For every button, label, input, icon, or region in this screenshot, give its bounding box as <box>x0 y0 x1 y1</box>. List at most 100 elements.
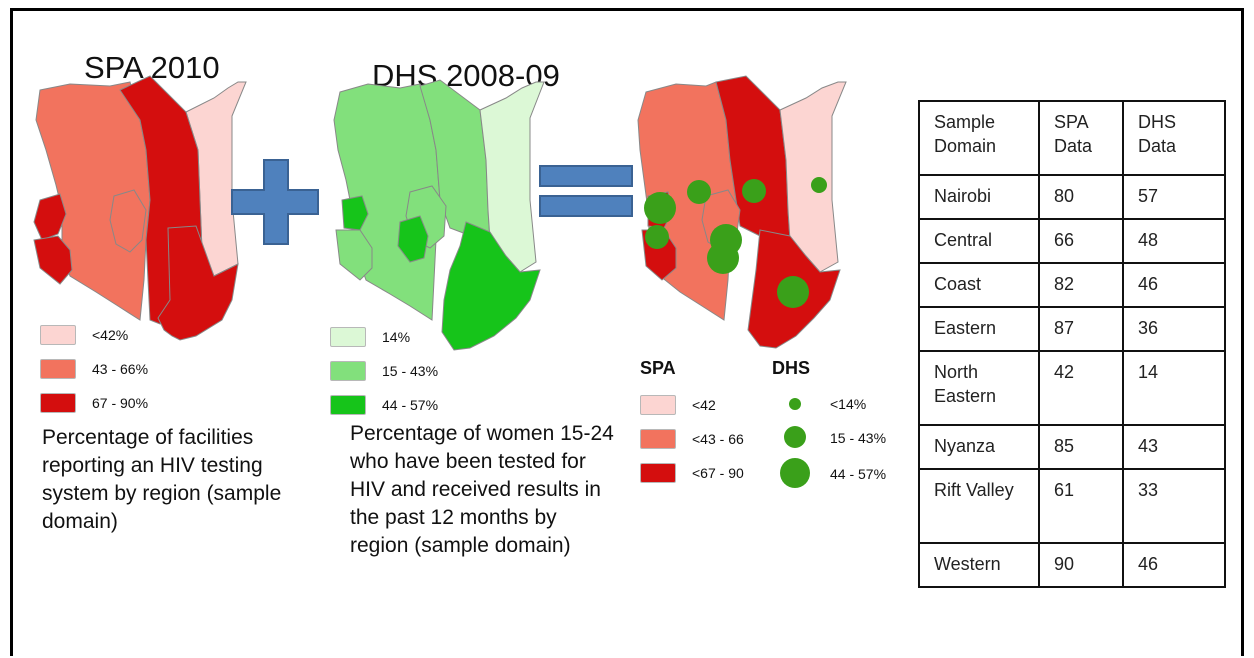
spa-legend-item: 43 - 66% <box>40 358 148 380</box>
bubble-rift-valley <box>687 180 711 204</box>
table-row: Nyanza 85 43 <box>918 424 1226 470</box>
combined-dhs-legend-header: DHS <box>772 358 811 378</box>
bubble-north-eastern <box>811 177 827 193</box>
spa-region-coast <box>157 225 239 341</box>
combined-spa-legend-label: <67 - 90 <box>692 465 744 481</box>
table-cell-dhs: 14 <box>1122 350 1226 426</box>
dhs-legend-label: 15 - 43% <box>382 363 439 379</box>
spa-region-rift-valley <box>35 81 151 321</box>
dhs-legend-dot-medium <box>784 426 806 448</box>
combined-spa-legend-item: <67 - 90 <box>640 462 744 484</box>
table-cell-spa: 61 <box>1038 468 1124 544</box>
table-cell-domain: Coast <box>918 262 1040 308</box>
table-cell-domain: Nyanza <box>918 424 1040 470</box>
combined-spa-legend-item: <43 - 66 <box>640 428 744 450</box>
table-cell-domain: Western <box>918 542 1040 588</box>
table-cell-spa: 90 <box>1038 542 1124 588</box>
combined-spa-legend-header: SPA <box>640 358 676 378</box>
spa-legend-label: 43 - 66% <box>92 361 149 377</box>
combined-spa-legend-label: <43 - 66 <box>692 431 744 447</box>
table-header-cell: SPA Data <box>1038 100 1124 176</box>
spa-region-central <box>109 189 147 253</box>
combined-spa-legend-swatch <box>640 395 676 415</box>
table-cell-spa: 87 <box>1038 306 1124 352</box>
equals-bar-bottom <box>539 195 633 217</box>
table-cell-spa: 42 <box>1038 350 1124 426</box>
bubble-western <box>644 192 676 224</box>
combined-spa-legend-swatch <box>640 463 676 483</box>
dhs-legend-item: 44 - 57% <box>330 394 438 416</box>
bubble-nyanza <box>645 225 669 249</box>
dhs-region-nyanza <box>335 229 373 281</box>
spa-map-description: Percentage of facilities reporting an HI… <box>42 426 282 533</box>
table-cell-domain: Central <box>918 218 1040 264</box>
table-row: Coast 82 46 <box>918 262 1226 308</box>
dhs-legend-dot-large <box>780 458 810 488</box>
spa-region-nyanza <box>33 235 73 285</box>
table-row: North Eastern 42 14 <box>918 350 1226 426</box>
spa-legend-swatch <box>40 325 76 345</box>
table-header-cell: DHS Data <box>1122 100 1226 176</box>
table-cell-domain: Nairobi <box>918 174 1040 220</box>
spa-legend-swatch <box>40 393 76 413</box>
table-cell-dhs: 36 <box>1122 306 1226 352</box>
dhs-legend-swatch <box>330 361 366 381</box>
table-row: Rift Valley 61 33 <box>918 468 1226 544</box>
table-row: Central 66 48 <box>918 218 1226 264</box>
spa-legend-item: 67 - 90% <box>40 392 148 414</box>
table-cell-dhs: 57 <box>1122 174 1226 220</box>
dhs-region-coast <box>441 221 541 351</box>
combined-spa-legend-label: <42 <box>692 397 716 413</box>
dhs-legend-label: 14% <box>382 329 411 345</box>
table-cell-spa: 85 <box>1038 424 1124 470</box>
dhs-region-nairobi <box>397 215 429 263</box>
sample-domain-table: Sample Domain SPA Data DHS Data Nairobi … <box>918 100 1226 588</box>
table-row: Eastern 87 36 <box>918 306 1226 352</box>
table-cell-spa: 66 <box>1038 218 1124 264</box>
spa-legend-label: <42% <box>92 327 129 343</box>
table-row: Western 90 46 <box>918 542 1226 588</box>
table-row: Nairobi 80 57 <box>918 174 1226 220</box>
bubble-eastern <box>742 179 766 203</box>
dhs-legend-item: 15 - 43% <box>330 360 438 382</box>
dhs-region-north-eastern <box>479 81 545 273</box>
dhs-legend-swatch <box>330 395 366 415</box>
table-cell-dhs: 33 <box>1122 468 1226 544</box>
dhs-map-description: Percentage of women 15-24 who have been … <box>350 422 614 557</box>
dhs-region-western <box>341 195 369 231</box>
combined-spa-legend-item: <42 <box>640 394 716 416</box>
dhs-legend-label: 44 - 57% <box>382 397 439 413</box>
table-cell-dhs: 46 <box>1122 542 1226 588</box>
spa-legend-label: 67 - 90% <box>92 395 149 411</box>
table-cell-domain: North Eastern <box>918 350 1040 426</box>
spa-region-western <box>33 193 67 241</box>
table-cell-dhs: 48 <box>1122 218 1226 264</box>
dhs-legend-item: 14% <box>330 326 410 348</box>
table-cell-dhs: 43 <box>1122 424 1226 470</box>
equals-bar-top <box>539 165 633 187</box>
table-cell-spa: 80 <box>1038 174 1124 220</box>
bubble-nairobi <box>707 242 739 274</box>
table-cell-domain: Rift Valley <box>918 468 1040 544</box>
table-header-cell: Sample Domain <box>918 100 1040 176</box>
combined-dhs-legend-label: <14% <box>830 396 867 412</box>
table-cell-spa: 82 <box>1038 262 1124 308</box>
spa-legend-swatch <box>40 359 76 379</box>
figure-frame <box>10 8 1244 656</box>
bubble-coast <box>777 276 809 308</box>
combined-dhs-legend-label: 44 - 57% <box>830 466 887 482</box>
dhs-legend-dot-small <box>789 398 801 410</box>
plus-shape <box>231 159 319 245</box>
table-header-row: Sample Domain SPA Data DHS Data <box>918 100 1226 176</box>
combined-region-north-eastern <box>779 81 847 273</box>
table-cell-dhs: 46 <box>1122 262 1226 308</box>
spa-legend-item: <42% <box>40 324 128 346</box>
combined-dhs-legend-label: 15 - 43% <box>830 430 887 446</box>
combined-spa-legend-swatch <box>640 429 676 449</box>
dhs-legend-swatch <box>330 327 366 347</box>
table-cell-domain: Eastern <box>918 306 1040 352</box>
